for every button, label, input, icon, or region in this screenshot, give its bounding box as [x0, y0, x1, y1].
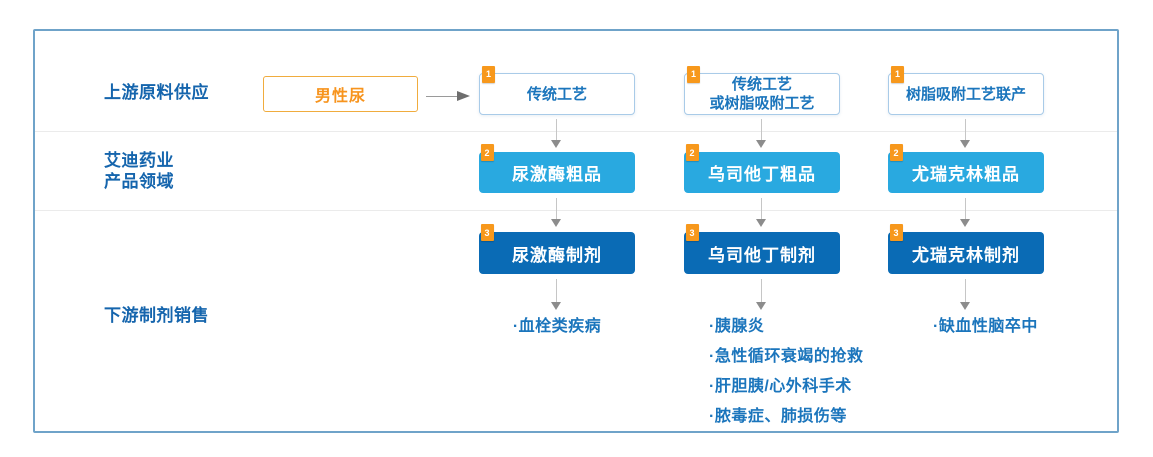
row-label-upstream: 上游原料供应: [104, 83, 209, 102]
arrow-head: [551, 140, 561, 148]
crude-box-ulinastatin: 2 乌司他丁粗品: [684, 144, 840, 193]
arrow-stem: [761, 279, 762, 302]
arrow-down-icon: [960, 279, 971, 310]
arrow-head: [960, 302, 970, 310]
arrow-stem: [965, 198, 966, 219]
arrow-head: [756, 302, 766, 310]
indication-item: ·肝胆胰/心外科手术: [709, 378, 852, 395]
arrow-stem: [761, 119, 762, 140]
row-label-company-line2: 产品领域: [104, 172, 174, 191]
arrow-head: [756, 219, 766, 227]
preparation-box-ulinastatin: 3 乌司他丁制剂: [684, 224, 840, 274]
preparation-box-label: 乌司他丁制剂: [708, 245, 816, 265]
row-divider: [35, 210, 1117, 211]
arrow-head: [960, 219, 970, 227]
step-badge: 1: [482, 66, 495, 83]
step-badge: 3: [890, 224, 903, 241]
process-box-label: 传统工艺: [526, 85, 587, 103]
indication-item: ·缺血性脑卒中: [933, 318, 1038, 335]
step-badge: 2: [686, 144, 699, 161]
arrow-head: [551, 302, 561, 310]
arrow-head: [551, 219, 561, 227]
preparation-box-kallidinogenase: 3 尤瑞克林制剂: [888, 224, 1044, 274]
arrow-down-icon: [960, 198, 971, 227]
process-box-urokinase: 1 传统工艺: [479, 66, 635, 115]
crude-box-label: 乌司他丁粗品: [708, 165, 816, 184]
process-box-label: 树脂吸附工艺联产: [905, 85, 1026, 103]
indication-list-kallidinogenase: ·缺血性脑卒中: [933, 312, 1038, 342]
arrow-stem: [556, 198, 557, 219]
row-label-company: 艾迪药业 产品领域: [104, 150, 174, 192]
indication-item: ·急性循环衰竭的抢救: [709, 348, 864, 365]
crude-box-label: 尤瑞克林粗品: [912, 165, 1020, 184]
row-label-company-line1: 艾迪药业: [104, 151, 174, 170]
preparation-box-urokinase: 3 尿激酶制剂: [479, 224, 635, 274]
arrow-down-icon: [960, 119, 971, 148]
arrow-stem: [556, 119, 557, 140]
arrow-down-icon: [551, 198, 562, 227]
step-badge: 1: [687, 66, 700, 83]
arrow-down-icon: [551, 279, 562, 310]
arrow-head: [457, 91, 470, 101]
step-badge: 2: [481, 144, 494, 161]
arrow-stem: [761, 198, 762, 219]
arrow-head: [756, 140, 766, 148]
arrow-down-icon: [756, 198, 767, 227]
preparation-box-label: 尤瑞克林制剂: [912, 245, 1020, 265]
arrow-down-icon: [756, 119, 767, 148]
step-badge: 2: [890, 144, 903, 161]
process-box-ulinastatin: 1 传统工艺 或树脂吸附工艺: [684, 66, 840, 115]
crude-box-label: 尿激酶粗品: [512, 165, 602, 184]
indication-list-urokinase: ·血栓类疾病: [479, 312, 635, 342]
step-badge: 3: [686, 224, 699, 241]
arrow-stem: [965, 279, 966, 302]
indication-item: ·胰腺炎: [709, 318, 765, 335]
process-box-kallidinogenase: 1 树脂吸附工艺联产: [888, 66, 1044, 115]
male-urine-box: 男性尿: [263, 76, 418, 112]
arrow-right-icon: [426, 91, 470, 101]
row-label-downstream: 下游制剂销售: [104, 306, 209, 325]
arrow-stem: [426, 95, 459, 97]
arrow-stem: [965, 119, 966, 140]
arrow-down-icon: [551, 119, 562, 148]
row-divider: [35, 131, 1117, 132]
arrow-down-icon: [756, 279, 767, 310]
indication-item: ·血栓类疾病: [512, 318, 602, 335]
arrow-stem: [556, 279, 557, 302]
crude-box-urokinase: 2 尿激酶粗品: [479, 144, 635, 193]
indication-item: ·脓毒症、肺损伤等: [709, 408, 847, 425]
crude-box-kallidinogenase: 2 尤瑞克林粗品: [888, 144, 1044, 193]
indication-list-ulinastatin: ·胰腺炎 ·急性循环衰竭的抢救 ·肝胆胰/心外科手术 ·脓毒症、肺损伤等: [709, 312, 863, 432]
preparation-box-label: 尿激酶制剂: [512, 245, 602, 265]
step-badge: 3: [481, 224, 494, 241]
step-badge: 1: [891, 66, 904, 83]
process-box-label: 传统工艺 或树脂吸附工艺: [709, 76, 815, 112]
arrow-head: [960, 140, 970, 148]
